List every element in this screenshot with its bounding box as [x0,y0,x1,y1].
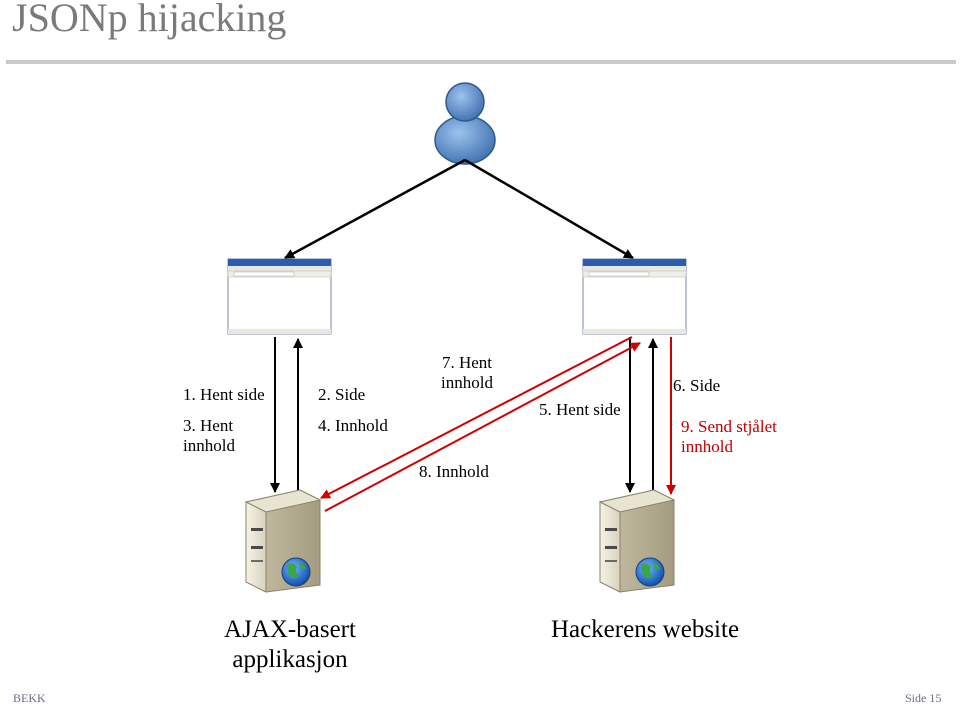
label-step-6: 6. Side [673,376,721,395]
user-icon [434,82,496,165]
label-step-4: 4. Innhold [318,416,388,435]
label-step-7: 7. Hent innhold [441,353,493,392]
arrow-user-to-left-browser [284,158,466,260]
browser-window-icon [582,258,687,335]
footer-page-number: Side 15 [905,691,942,705]
label-step-3: 3. Hent innhold [183,416,235,455]
label-step-5: 5. Hent side [539,400,621,419]
browser-window-icon [227,258,332,335]
page-title: JSONp hijacking [12,0,287,40]
globe-icon [281,557,311,587]
label-step-8: 8. Innhold [419,462,489,481]
label-step-2: 2. Side [318,385,366,404]
footer-company: BEKK [13,691,46,705]
arrow-user-to-right-browser [464,158,634,260]
arrow-return-content [324,342,641,512]
title-divider [6,60,956,64]
globe-icon [635,557,665,587]
label-step-1: 1. Hent side [183,385,265,404]
caption-hacker-website: Hackerens website [550,616,740,643]
label-step-9: 9. Send stjålet innhold [681,417,777,456]
caption-ajax-application: AJAX-basert applikasjon [224,616,356,673]
arrow-fetch-content [320,336,633,499]
